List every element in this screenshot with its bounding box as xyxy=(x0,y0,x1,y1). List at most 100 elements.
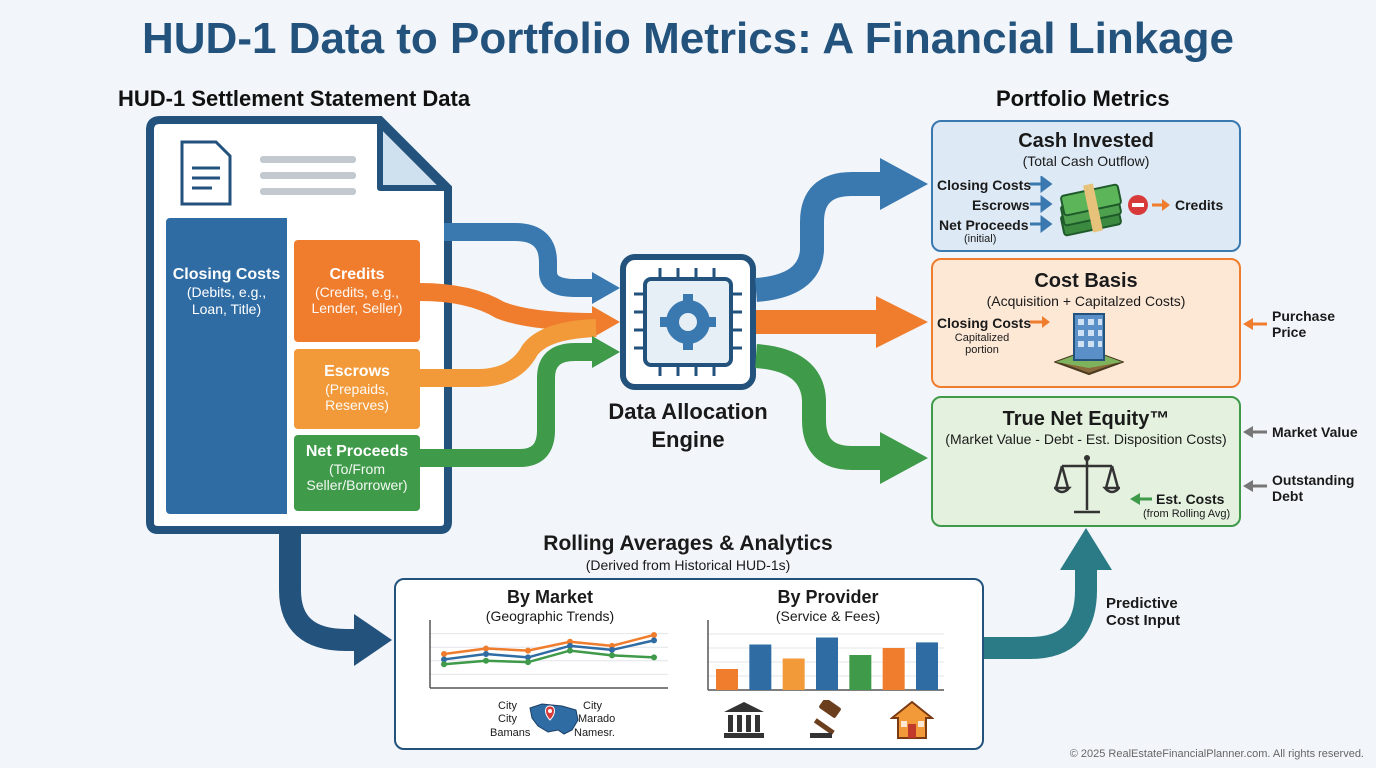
gavel-icon xyxy=(810,700,841,738)
cost-basis-subtitle: (Acquisition + Capitalzed Costs) xyxy=(986,293,1186,309)
bar xyxy=(916,642,938,690)
est-costs-sub: (from Rolling Avg) xyxy=(1143,508,1231,520)
series-3-point xyxy=(483,657,489,664)
cost-cap2: portion xyxy=(965,344,999,356)
true-net-equity-panel: True Net Equity™ (Market Value - Debt - … xyxy=(931,396,1241,527)
cash-invested-subtitle: (Total Cash Outflow) xyxy=(1022,153,1150,169)
market-value-arrow xyxy=(1243,426,1267,438)
est-costs-label: Est. Costs xyxy=(1156,491,1225,507)
map-label-4: City xyxy=(583,700,602,712)
net-proceeds-title: Net Proceeds xyxy=(305,443,409,460)
series-3-point xyxy=(525,659,531,666)
series-2-point xyxy=(483,651,489,657)
series-line-1 xyxy=(443,633,655,656)
closing-costs-column xyxy=(166,218,287,514)
predictive-line2: Cost Input xyxy=(1106,612,1181,629)
escrows-sub2: Reserves) xyxy=(325,397,389,413)
map-label-2: City xyxy=(498,713,517,725)
hud-heading: HUD-1 Settlement Statement Data xyxy=(118,86,471,111)
closing-costs-title: Closing Costs xyxy=(172,266,281,283)
us-map-icon xyxy=(529,703,579,735)
bar xyxy=(749,644,772,690)
bar xyxy=(849,655,872,690)
series-3-point xyxy=(609,652,615,659)
equity-title: True Net Equity™ xyxy=(1002,408,1170,430)
debt-line1: Outstanding xyxy=(1272,472,1355,488)
escrows-sub1: (Prepaids, xyxy=(325,381,389,397)
closing-arrow xyxy=(444,223,596,297)
minus-credit-icon xyxy=(1128,195,1170,215)
portfolio-heading: Portfolio Metrics xyxy=(996,86,1170,111)
cash-input-arrows xyxy=(1030,176,1053,233)
engine-chip-icon xyxy=(620,254,756,390)
cash-escrows-label: Escrows xyxy=(972,197,1030,213)
bar xyxy=(816,637,838,690)
rolling-feed-arrow xyxy=(279,530,358,651)
series-2-point xyxy=(609,646,615,653)
cost-capitalized-label: Capitalized portion xyxy=(953,332,1011,356)
est-costs-arrow xyxy=(1130,493,1152,505)
by-market-subtitle: (Geographic Trends) xyxy=(485,608,615,624)
copyright: © 2025 RealEstateFinancialPlanner.com. A… xyxy=(1069,748,1364,760)
purchase-price-label: Purchase Price xyxy=(1272,308,1335,340)
market-line-chart xyxy=(429,620,668,689)
equity-arrow xyxy=(754,344,886,470)
page-title: HUD-1 Data to Portfolio Metrics: A Finan… xyxy=(142,14,1234,63)
net-proceeds-sub2: Seller/Borrower) xyxy=(306,477,408,493)
cost-basis-title: Cost Basis xyxy=(1034,270,1138,292)
bar xyxy=(716,669,738,690)
cash-initial-label: (initial) xyxy=(964,233,997,245)
engine-label-line1: Data Allocation xyxy=(608,399,768,424)
debt-arrow xyxy=(1243,480,1267,492)
bar xyxy=(882,648,905,690)
map-label-5: Marado xyxy=(578,713,616,725)
engine-label: Data Allocation Engine xyxy=(588,398,788,454)
map-label-1: City xyxy=(498,700,517,712)
credits-sub2: Lender, Seller) xyxy=(311,300,403,316)
bank-icon xyxy=(724,702,764,738)
outstanding-debt-label: Outstanding Debt xyxy=(1272,472,1354,504)
credits-sub1: (Credits, e.g., xyxy=(314,284,400,300)
equity-subtitle: (Market Value - Debt - Est. Disposition … xyxy=(945,431,1227,447)
series-1-point xyxy=(525,647,531,654)
by-provider-title: By Provider xyxy=(777,587,879,607)
cash-invested-title: Cash Invested xyxy=(1018,130,1154,152)
credits-box: Credits (Credits, e.g., Lender, Seller) xyxy=(294,240,420,342)
purchase-price-line2: Price xyxy=(1272,324,1307,340)
credits-arrow xyxy=(419,283,597,331)
series-2-point xyxy=(567,642,573,649)
rolling-title: Rolling Averages & Analytics xyxy=(543,532,833,555)
cash-net-label: Net Proceeds xyxy=(939,217,1029,233)
escrows-box: Escrows (Prepaids, Reserves) xyxy=(294,349,420,429)
by-provider-subtitle: (Service & Fees) xyxy=(775,608,881,624)
series-1-point xyxy=(651,631,657,638)
purchase-price-line1: Purchase xyxy=(1272,308,1336,324)
predictive-line1: Predictive xyxy=(1106,595,1178,612)
series-1-point xyxy=(483,645,489,652)
closing-costs-sub1: (Debits, e.g., xyxy=(186,284,267,300)
map-label-3: Bamans xyxy=(490,727,531,739)
series-2-point xyxy=(651,637,657,644)
series-2-point xyxy=(441,656,447,663)
by-market-title: By Market xyxy=(506,587,594,607)
purchase-price-arrow xyxy=(1243,318,1267,330)
scales-icon xyxy=(1054,455,1120,514)
series-1-point xyxy=(441,651,447,657)
engine-label-line2: Engine xyxy=(651,427,725,452)
closing-costs-sub2: Loan, Title) xyxy=(191,301,262,317)
provider-bar-chart xyxy=(707,620,944,691)
series-3-point xyxy=(651,654,657,661)
cash-arrow xyxy=(754,172,886,302)
cash-closing-label: Closing Costs xyxy=(937,177,1032,193)
bar xyxy=(782,658,805,690)
debt-line2: Debt xyxy=(1272,488,1304,504)
series-2-point xyxy=(525,654,531,661)
series-3-point xyxy=(567,647,573,654)
rolling-subtitle: (Derived from Historical HUD-1s) xyxy=(585,557,791,573)
escrows-arrow xyxy=(420,319,597,387)
closing-costs-label: Closing Costs (Debits, e.g., Loan, Title… xyxy=(166,266,287,318)
predictive-arrow xyxy=(982,566,1097,659)
series-line-3 xyxy=(443,649,655,666)
net-arrow xyxy=(420,343,596,467)
building-icon xyxy=(1054,313,1124,376)
